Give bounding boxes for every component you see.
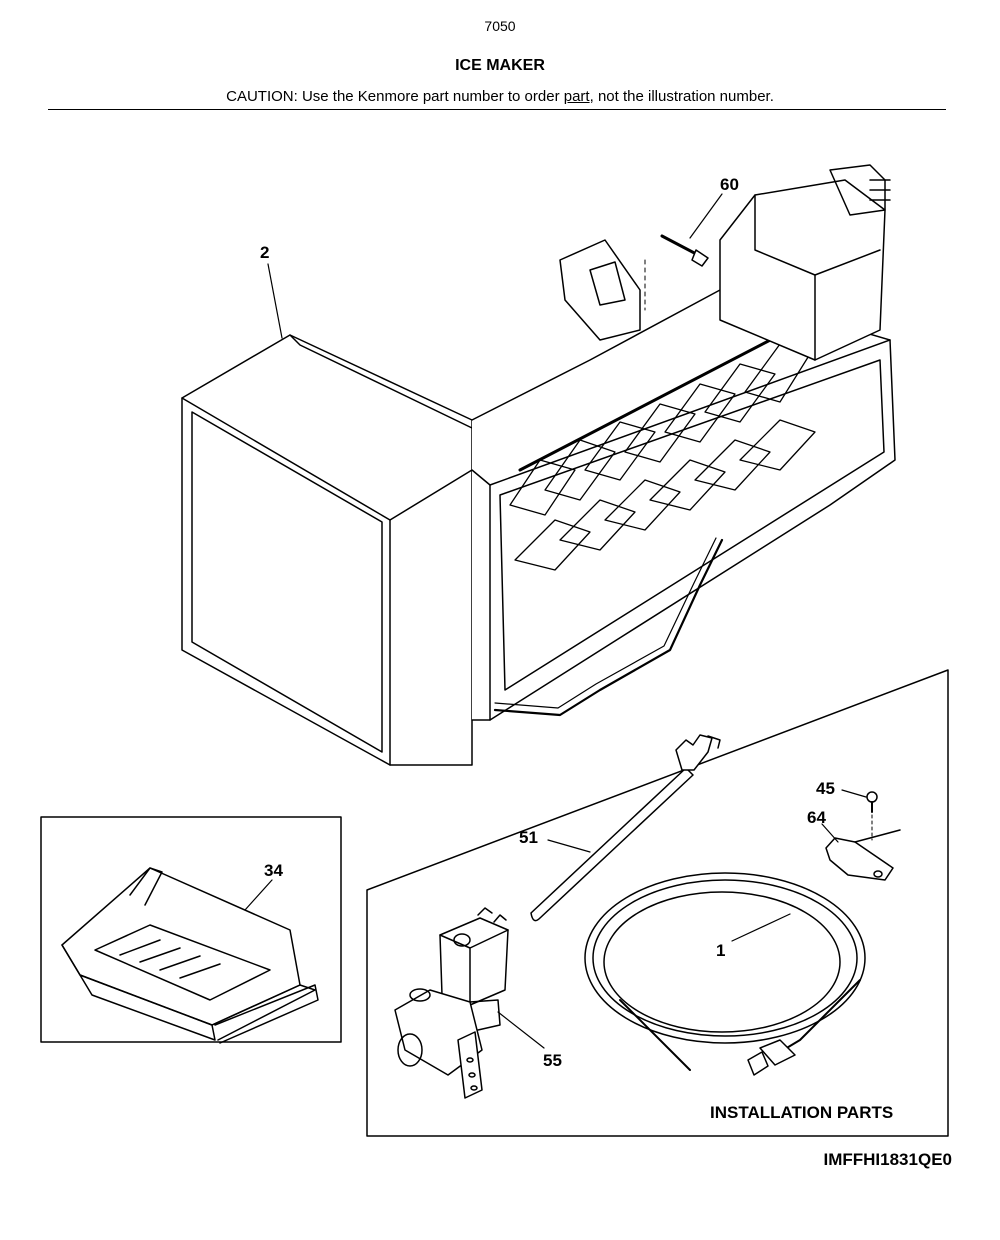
screw-45-icon bbox=[866, 791, 878, 841]
page-number: 7050 bbox=[484, 18, 516, 34]
leader-2 bbox=[267, 263, 283, 339]
callout-64: 64 bbox=[807, 808, 826, 827]
leader-34 bbox=[244, 879, 273, 911]
fill-tube-icon bbox=[530, 734, 721, 922]
clamp-icon bbox=[825, 829, 901, 881]
installation-parts-label: INSTALLATION PARTS bbox=[710, 1103, 893, 1122]
caution-text-prefix: CAUTION: Use the Kenmore part number to … bbox=[226, 88, 564, 105]
caution-note: CAUTION: Use the Kenmore part number to … bbox=[0, 88, 1000, 105]
callout-2: 2 bbox=[260, 243, 269, 262]
leader-1 bbox=[731, 913, 791, 942]
leader-45 bbox=[841, 789, 867, 798]
installation-parts-panel bbox=[366, 669, 949, 1137]
ice-bucket-panel bbox=[40, 816, 342, 1043]
leader-51 bbox=[547, 839, 591, 853]
callout-55: 55 bbox=[543, 1051, 562, 1070]
page-title: ICE MAKER bbox=[455, 57, 545, 74]
leader-60 bbox=[689, 193, 723, 239]
header-divider bbox=[48, 109, 946, 110]
leader-55 bbox=[497, 1011, 545, 1049]
reference-code: IMFFHI1831QE0 bbox=[823, 1150, 953, 1169]
ice-bucket-icon bbox=[61, 867, 319, 1044]
water-valve-icon bbox=[394, 907, 509, 1099]
callout-45: 45 bbox=[816, 779, 835, 798]
callout-34: 34 bbox=[264, 861, 283, 880]
callout-60: 60 bbox=[720, 175, 739, 194]
caution-text-underlined: part bbox=[563, 88, 590, 105]
leader-64 bbox=[821, 823, 839, 843]
water-tubing-icon bbox=[584, 872, 866, 1076]
ice-maker-assembly bbox=[181, 164, 896, 766]
caution-text-suffix: , not the illustration number. bbox=[589, 88, 774, 105]
callout-51: 51 bbox=[519, 828, 538, 847]
callout-1: 1 bbox=[716, 941, 725, 960]
screw-60-icon bbox=[660, 234, 709, 267]
